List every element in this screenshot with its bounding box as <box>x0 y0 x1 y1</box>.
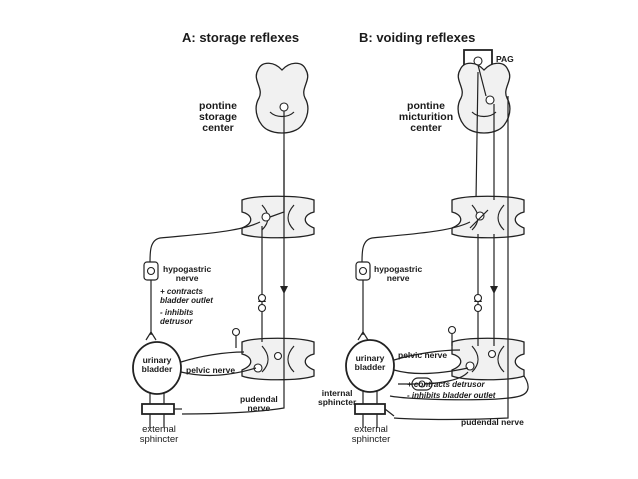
a-sphincter-line2: sphincter <box>139 434 179 445</box>
a-sphincter-line1: external <box>142 424 176 435</box>
a-pons-shape <box>255 62 309 134</box>
a-effect2-label: - inhibits detrusor <box>160 308 193 326</box>
a-sphincter-label: external sphincter <box>136 425 182 445</box>
a-center-line3: center <box>202 122 234 134</box>
b-sphincter-label: external sphincter <box>348 425 394 445</box>
b-center-line3: center <box>410 122 442 134</box>
b-sacral-cord <box>451 337 525 381</box>
panel-a-drawing <box>132 62 315 428</box>
a-hypogastric-line2: nerve <box>175 273 199 283</box>
a-pontine-center-label: pontine storage center <box>190 101 246 134</box>
a-bladder-line1: urinary <box>142 355 172 365</box>
b-pelvic-nerve <box>393 349 461 361</box>
b-pontine-center-label: pontine micturition center <box>388 101 464 134</box>
b-bladder-line2: bladder <box>354 362 386 372</box>
b-internal-line1: internal <box>321 388 353 398</box>
a-pelvic-nerve <box>180 351 245 363</box>
a-bladder-label: urinary bladder <box>136 356 178 374</box>
panel-a-title: A: storage reflexes <box>182 30 300 45</box>
b-hypogastric-line1: hypogastric <box>374 264 423 274</box>
b-center-line2: micturition <box>398 111 454 123</box>
a-center-line2: storage <box>199 111 237 123</box>
b-internal-line2: sphincter <box>318 397 357 407</box>
panel-b-title: B: voiding reflexes <box>359 30 476 45</box>
b-hypogastric-line2: nerve <box>386 273 410 283</box>
b-effect1-label: + contracts detrusor <box>407 380 485 389</box>
a-thoracolumbar-cord <box>241 195 315 239</box>
b-sphincter-line1: external <box>354 424 388 435</box>
b-pons-shape <box>457 62 511 134</box>
a-effect1-line1: + contracts <box>160 287 203 296</box>
a-pudendal-line2: nerve <box>247 403 271 413</box>
a-urinary-bladder <box>132 341 182 395</box>
a-external-sphincter <box>141 403 175 415</box>
a-pontine-neuron <box>279 102 289 112</box>
b-pelvic-label: pelvic nerve <box>398 350 448 360</box>
b-internal-sphincter-line <box>389 375 529 401</box>
b-bladder-line1: urinary <box>355 353 385 363</box>
b-hypogastric-nerve <box>361 221 471 263</box>
a-pudendal-label: pudendal nerve <box>240 395 278 413</box>
a-pelvic-label: pelvic nerve <box>186 365 236 375</box>
b-external-sphincter <box>354 403 386 415</box>
b-pudendal-label: pudendal nerve <box>461 417 524 427</box>
a-pudendal-line1: pudendal <box>240 394 278 404</box>
b-pontine-neuron <box>485 95 495 105</box>
a-hypogastric-label: hypogastric nerve <box>163 265 211 283</box>
a-effect2-line2: detrusor <box>160 317 193 326</box>
a-effect1-line2: bladder outlet <box>160 296 213 305</box>
b-effect2-label: - inhibits bladder outlet <box>407 391 496 400</box>
a-pelvic-afferent <box>180 367 257 377</box>
b-sphincter-line2: sphincter <box>351 434 391 445</box>
b-pag-label: PAG <box>496 54 514 64</box>
b-center-line1: pontine <box>407 100 445 112</box>
a-hypogastric-line1: hypogastric <box>163 264 212 274</box>
a-effect2-line1: - inhibits <box>160 308 194 317</box>
b-hypogastric-label: hypogastric nerve <box>374 265 422 283</box>
b-bladder-label: urinary bladder <box>349 354 391 372</box>
b-urinary-bladder <box>345 339 395 393</box>
a-pudendal-nerve <box>181 392 285 415</box>
b-thoracolumbar-cord <box>451 195 525 239</box>
b-internal-sphincter-label: internal sphincter <box>318 389 356 407</box>
panel-b-drawing <box>345 49 529 428</box>
b-pudendal-nerve <box>393 380 509 421</box>
a-bladder-line2: bladder <box>141 364 173 374</box>
a-hypogastric-nerve <box>149 221 261 263</box>
a-effect1-label: + contracts bladder outlet <box>160 287 213 305</box>
a-center-line1: pontine <box>199 100 237 112</box>
